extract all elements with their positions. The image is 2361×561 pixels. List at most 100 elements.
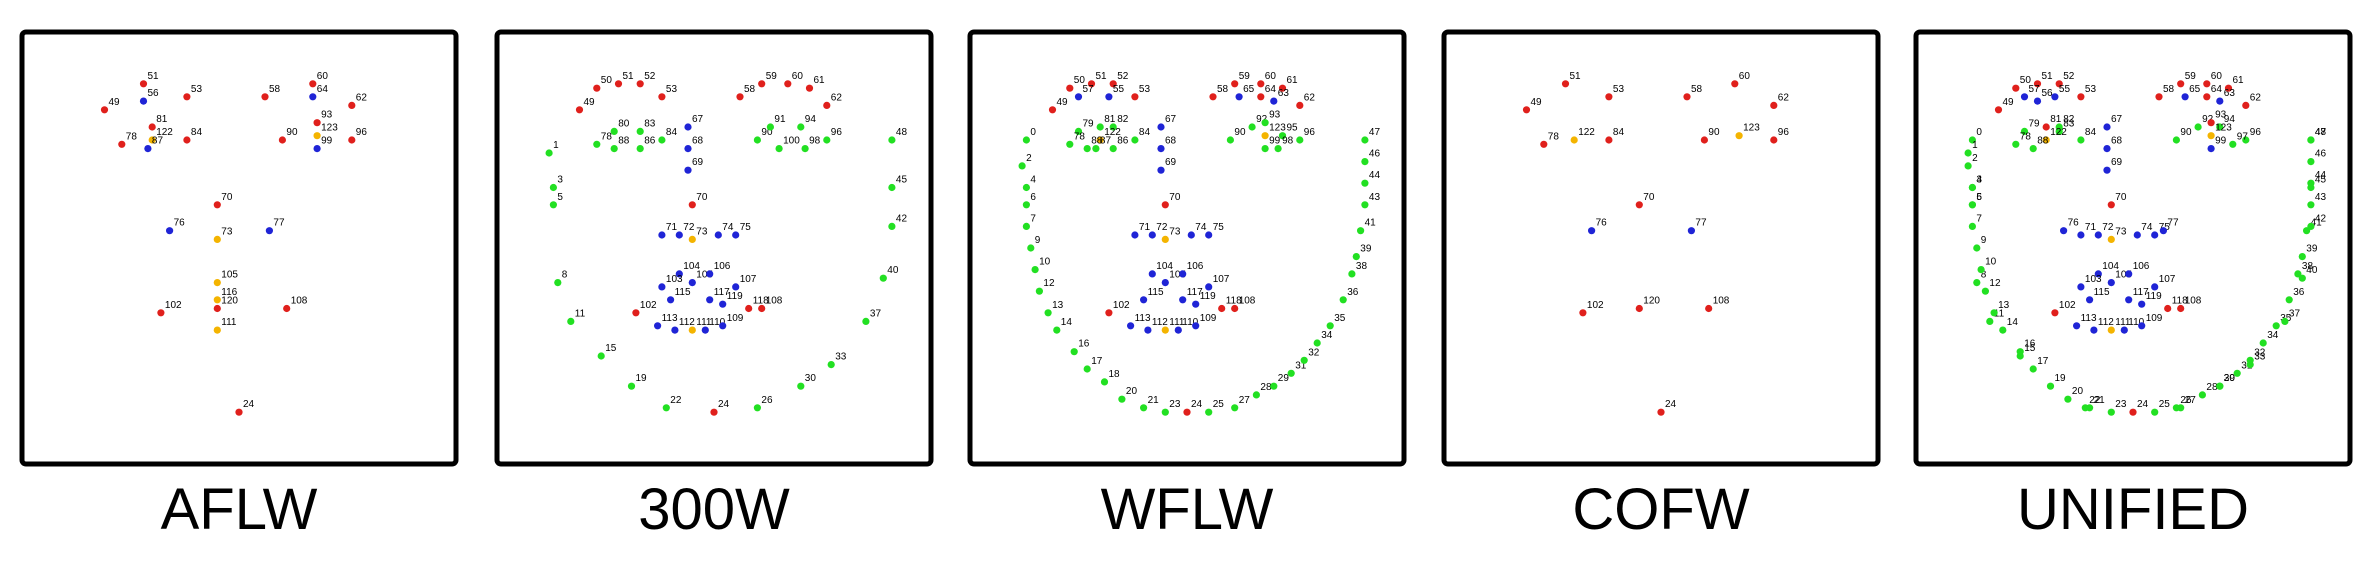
landmark-label: 83: [644, 118, 656, 129]
landmark-label: 94: [805, 114, 817, 125]
panel-caption: UNIFIED: [2017, 477, 2249, 542]
landmark-label: 53: [2085, 84, 2097, 95]
landmark-label: 73: [1169, 226, 1181, 237]
landmark-label: 26: [761, 395, 773, 406]
landmark-label: 36: [1347, 287, 1359, 298]
landmark-point-2: [1964, 162, 1972, 170]
landmark-label: 70: [1169, 192, 1181, 203]
landmark-point-33: [827, 361, 835, 369]
landmark-point-13: [1990, 309, 1998, 317]
landmark-label: 93: [1269, 110, 1281, 121]
landmark-point-61: [805, 84, 814, 92]
panel-frame: [19, 29, 459, 467]
landmark-label: 102: [1587, 300, 1604, 311]
landmark-label: 104: [683, 261, 700, 272]
landmark-label: 96: [1304, 127, 1316, 138]
landmark-point-55: [2051, 93, 2059, 101]
landmark-label: 120: [221, 296, 238, 307]
landmark-point-88: [610, 145, 618, 153]
landmark-label: 62: [1778, 92, 1790, 103]
landmark-point-96: [1296, 136, 1304, 144]
landmark-label: 67: [2111, 114, 2123, 125]
landmark-point-42: [2307, 222, 2315, 230]
landmark-label: 77: [1695, 218, 1707, 229]
landmark-point-83: [2055, 127, 2063, 135]
landmark-label: 5: [1976, 192, 1982, 203]
landmark-label: 60: [1739, 71, 1751, 82]
landmark-point-117: [2125, 296, 2133, 304]
landmark-label: 59: [1239, 71, 1251, 82]
landmark-point-64: [2203, 93, 2211, 101]
landmark-label: 81: [1104, 114, 1116, 125]
landmark-point-112: [1144, 326, 1152, 334]
landmark-point-38: [1348, 270, 1356, 278]
landmark-label: 24: [718, 399, 730, 410]
landmark-point-90: [1226, 136, 1234, 144]
landmark-label: 25: [2159, 399, 2171, 410]
landmark-point-19: [2046, 382, 2055, 390]
landmark-label: 78: [1548, 131, 1560, 142]
landmark-point-39: [1352, 253, 1360, 261]
landmark-point-84: [2077, 136, 2085, 144]
landmark-point-49: [1048, 106, 1057, 114]
landmark-label: 90: [286, 127, 298, 138]
landmark-point-82: [1109, 123, 1117, 131]
landmark-point-9: [1973, 244, 1981, 252]
landmark-label: 53: [191, 84, 203, 95]
landmark-point-59: [1231, 80, 1239, 88]
landmark-point-107: [2151, 283, 2159, 291]
landmark-label: 62: [2250, 92, 2262, 103]
landmark-label: 12: [1989, 278, 2001, 289]
landmark-point-52: [1109, 80, 1117, 88]
landmark-point-111: [688, 326, 696, 334]
landmark-label: 3: [1976, 175, 1982, 186]
landmark-label: 64: [317, 84, 329, 95]
landmark-point-119: [2138, 300, 2146, 308]
landmark-point-30: [2216, 382, 2224, 390]
landmark-point-7: [1022, 222, 1030, 230]
landmark-label: 1: [1972, 140, 1978, 151]
landmark-point-58: [261, 93, 269, 101]
landmark-point-102: [1579, 309, 1587, 317]
landmark-point-4: [1968, 183, 1976, 192]
landmark-point-120: [213, 304, 221, 313]
landmark-point-100: [775, 145, 783, 153]
landmark-point-69: [684, 166, 692, 174]
landmark-point-27: [1231, 404, 1239, 412]
landmark-point-65: [2181, 93, 2189, 101]
landmark-point-104: [675, 270, 683, 278]
landmark-label: 41: [1365, 218, 1377, 229]
landmark-point-99: [2207, 145, 2215, 153]
landmark-label: 92: [2202, 114, 2214, 125]
landmark-point-105: [2107, 279, 2115, 287]
landmark-label: 41: [2311, 218, 2323, 229]
landmark-point-10: [1977, 266, 1985, 274]
landmark-point-106: [706, 270, 714, 278]
landmark-label: 70: [696, 192, 708, 203]
landmark-point-122: [1096, 136, 1104, 144]
landmark-label: 61: [2233, 75, 2245, 86]
landmark-point-72: [675, 231, 683, 239]
landmark-point-64: [1257, 93, 1265, 101]
landmark-point-9: [1027, 244, 1035, 252]
landmark-point-86: [1109, 145, 1117, 153]
landmark-point-15: [597, 352, 605, 360]
landmark-label: 35: [1334, 313, 1346, 324]
landmark-point-90: [2172, 136, 2180, 144]
landmark-point-14: [1999, 326, 2007, 334]
landmark-point-28: [2198, 391, 2206, 399]
landmark-point-122: [148, 136, 156, 144]
landmark-label: 119: [727, 291, 743, 302]
landmark-label: 119: [2146, 291, 2162, 302]
landmark-point-73: [213, 235, 221, 243]
landmark-point-59: [2177, 80, 2185, 88]
landmark-label: 79: [2029, 118, 2041, 129]
landmark-point-99: [313, 145, 321, 153]
landmark-label: 113: [1135, 313, 1151, 324]
landmark-point-74: [1187, 231, 1195, 239]
landmark-label: 86: [644, 136, 656, 147]
landmark-point-72: [1148, 231, 1156, 239]
landmark-point-115: [667, 296, 675, 304]
landmark-point-87: [1092, 145, 1100, 153]
